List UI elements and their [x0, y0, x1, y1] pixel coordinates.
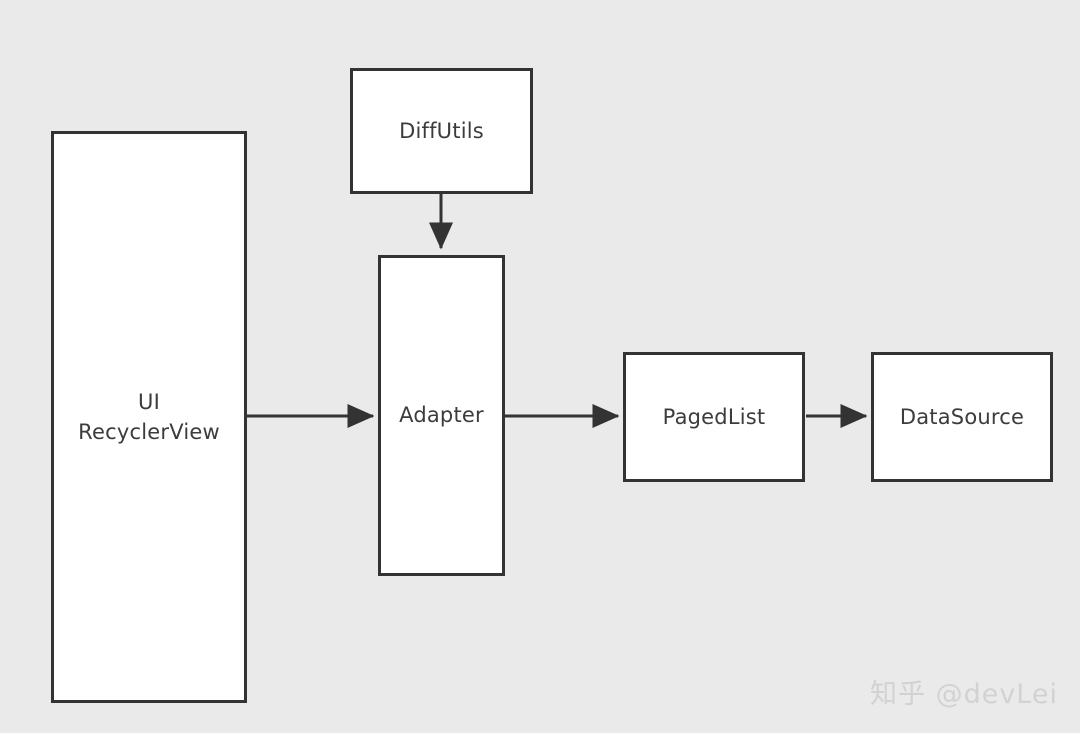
node-adapter-label: Adapter — [399, 403, 484, 428]
node-pagedlist-label: PagedList — [662, 404, 766, 429]
node-datasource: DataSource — [871, 352, 1053, 482]
node-datasource-label: DataSource — [899, 404, 1025, 429]
node-ui-recyclerview-label: UI RecyclerView — [78, 389, 220, 444]
node-pagedlist: PagedList — [623, 352, 805, 482]
node-ui-recyclerview: UI RecyclerView — [51, 131, 247, 703]
node-adapter: Adapter — [378, 255, 505, 576]
node-diffutils-label: DiffUtils — [399, 118, 484, 143]
watermark: 知乎 @devLei — [870, 679, 1058, 710]
node-diffutils: DiffUtils — [350, 68, 533, 194]
